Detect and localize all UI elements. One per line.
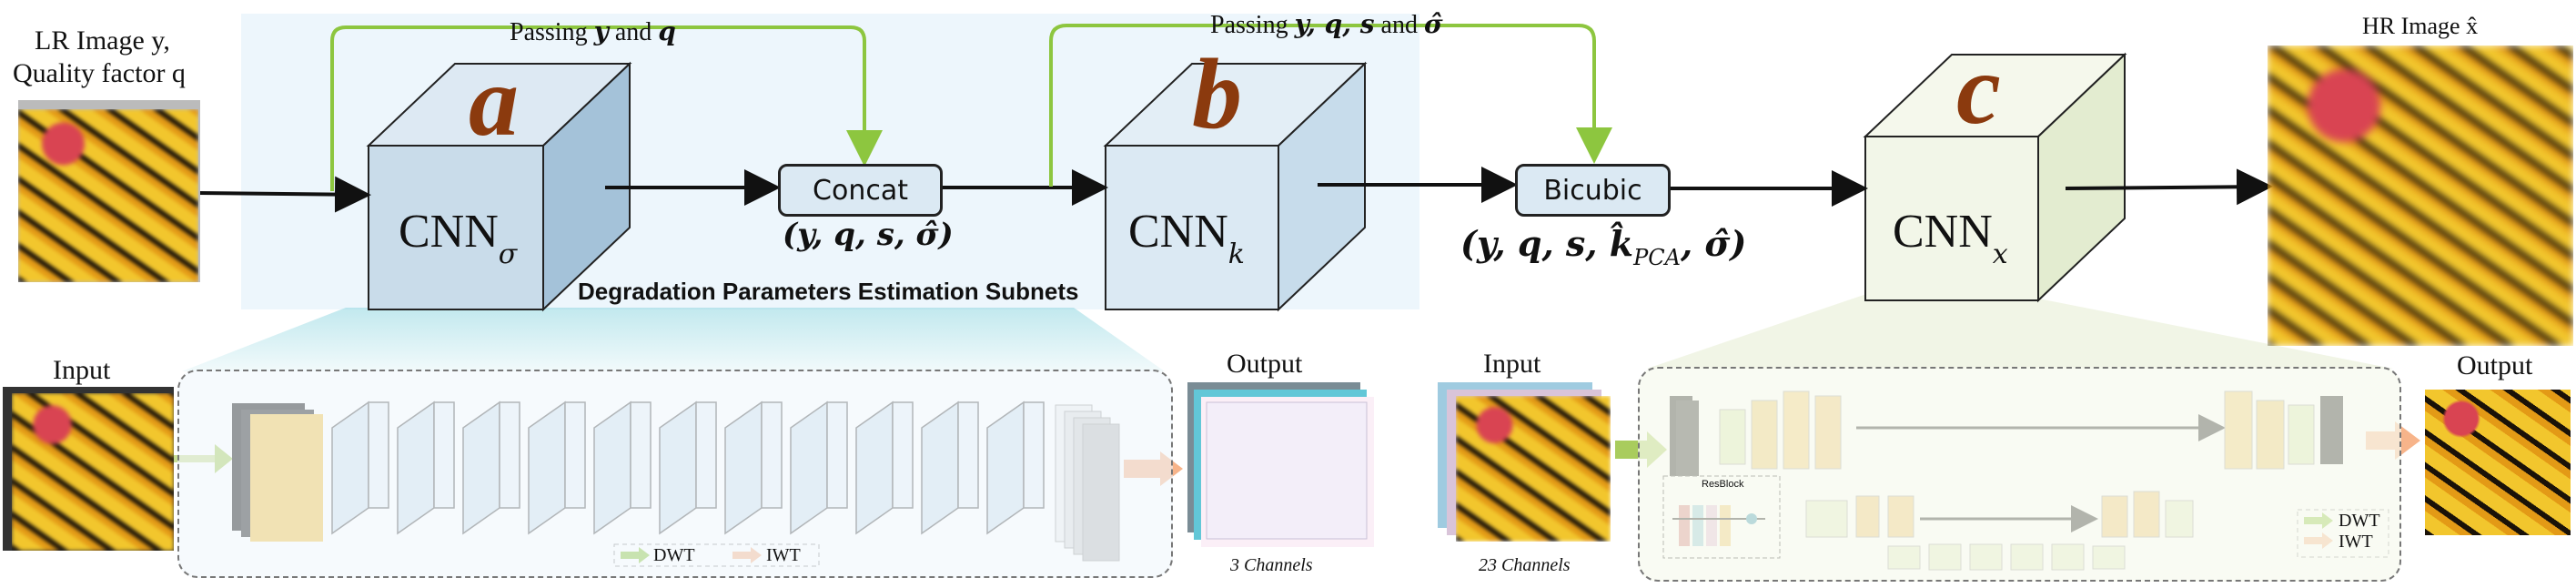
cube-name-c: CNNx [1893, 206, 2008, 270]
cube-name-b: CNNk [1128, 206, 1245, 270]
cube-letter-c: c [1956, 34, 2001, 145]
legend-iwt-left: IWT [766, 545, 801, 565]
cube-a [366, 61, 632, 312]
hr-image [2268, 46, 2573, 346]
skip-path-1 [330, 25, 883, 191]
input-image-left-front [12, 393, 174, 551]
bicubic-box: Bicubic [1515, 164, 1671, 217]
cube-c [1863, 52, 2127, 303]
input-image-right [1456, 396, 1611, 542]
subnet-panel [177, 370, 1173, 578]
lr-label-line2: Quality factor q [13, 58, 186, 88]
concat-output: (y, q, s, σ̂) [783, 217, 954, 253]
legend-iwt-right: IWT [2339, 532, 2373, 552]
legend-dwt-right: DWT [2339, 511, 2380, 531]
input-label-right: Input [1483, 349, 1541, 379]
arrow-c-to-hr [2065, 168, 2273, 206]
output-image-right [2425, 390, 2571, 535]
resblock-label: ResBlock [1702, 479, 1744, 490]
output-channels-stack [1187, 382, 1374, 547]
skip-path-2 [1049, 24, 1612, 187]
channels-label-right: 23 Channels [1479, 555, 1571, 575]
passing-label-1: Passing y and q [510, 16, 676, 46]
projection-fan-right [1647, 291, 2393, 369]
output-label-right: Output [2457, 350, 2533, 380]
cube-letter-a: a [469, 46, 519, 157]
lr-label-line1: LR Image y, [35, 25, 170, 56]
output-label-left: Output [1227, 349, 1303, 379]
cube-b [1103, 61, 1368, 312]
channels-label-left: 3 Channels [1230, 555, 1313, 575]
reconstruction-panel [1638, 367, 2401, 582]
projection-fan-left [182, 308, 1165, 371]
hr-label: HR Image x̂ [2362, 13, 2479, 39]
cube-name-a: CNNσ [399, 206, 518, 270]
concat-box: Concat [778, 164, 943, 217]
legend-dwt-left: DWT [653, 545, 695, 565]
lr-image-front [18, 109, 198, 282]
subnets-caption: Degradation Parameters Estimation Subnet… [578, 278, 1079, 305]
bicubic-output: (y, q, s, k̂PCA, σ̂) [1460, 223, 1747, 270]
arrow-lr-to-a [197, 176, 371, 213]
cube-letter-b: b [1192, 38, 1242, 149]
passing-label-2: Passing y, q, s and σ̂ [1210, 9, 1443, 39]
input-label-left: Input [53, 355, 111, 385]
